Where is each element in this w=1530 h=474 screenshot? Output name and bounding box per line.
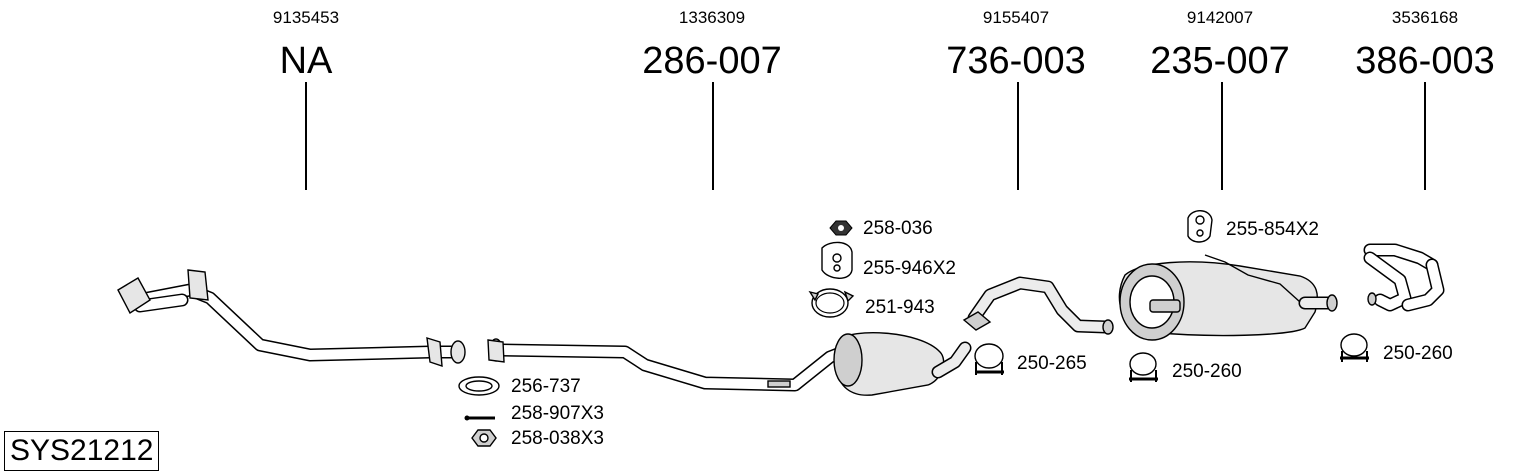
nut-2-icon xyxy=(829,220,853,236)
bolt-icon xyxy=(464,415,495,421)
oe-number-5: 3536168 xyxy=(1391,8,1459,27)
label-clamp-2[interactable]: 250-260 xyxy=(1172,361,1242,382)
label-clamp-3[interactable]: 250-260 xyxy=(1383,343,1453,364)
leader-line-2 xyxy=(712,82,714,190)
label-nut[interactable]: 258-038X3 xyxy=(511,428,604,449)
label-bolt[interactable]: 258-907X3 xyxy=(511,403,604,424)
clamp-2-icon xyxy=(1129,352,1158,382)
leader-line-1 xyxy=(305,82,307,190)
oe-number-4: 9142007 xyxy=(1186,8,1254,27)
label-nut-2[interactable]: 258-036 xyxy=(863,218,933,239)
part-number-5[interactable]: 386-003 xyxy=(1355,40,1495,82)
part-number-4[interactable]: 235-007 xyxy=(1150,40,1290,82)
intermediate-pipe-icon[interactable] xyxy=(962,276,1114,335)
oe-number-2: 1336309 xyxy=(678,8,746,27)
label-clamp-band[interactable]: 251-943 xyxy=(865,297,935,318)
system-code: SYS21212 xyxy=(4,431,160,471)
label-rubber-mount[interactable]: 255-946X2 xyxy=(863,258,956,279)
front-pipe-icon[interactable] xyxy=(117,269,466,367)
rubber-mount-icon xyxy=(821,241,853,279)
oe-number-3: 9155407 xyxy=(982,8,1050,27)
nut-icon xyxy=(471,429,497,447)
label-clamp-1[interactable]: 250-265 xyxy=(1017,353,1087,374)
leader-line-4 xyxy=(1221,82,1223,190)
clamp-3-icon xyxy=(1340,333,1369,362)
part-number-2[interactable]: 286-007 xyxy=(642,40,782,82)
leader-line-3 xyxy=(1017,82,1019,190)
rubber-mount-2-icon xyxy=(1187,210,1213,243)
gasket-icon xyxy=(458,376,500,396)
part-number-3[interactable]: 736-003 xyxy=(946,40,1086,82)
rear-silencer-icon[interactable] xyxy=(1118,254,1338,341)
tail-pipe-icon[interactable] xyxy=(1363,243,1445,312)
leader-line-5 xyxy=(1424,82,1426,190)
clamp-band-icon xyxy=(808,288,855,318)
middle-silencer-icon[interactable] xyxy=(487,332,972,396)
label-rubber-mount-2[interactable]: 255-854X2 xyxy=(1226,219,1319,240)
part-number-1[interactable]: NA xyxy=(279,40,333,82)
oe-number-1: 9135453 xyxy=(272,8,340,27)
clamp-1-icon xyxy=(974,343,1004,375)
label-gasket[interactable]: 256-737 xyxy=(511,376,581,397)
